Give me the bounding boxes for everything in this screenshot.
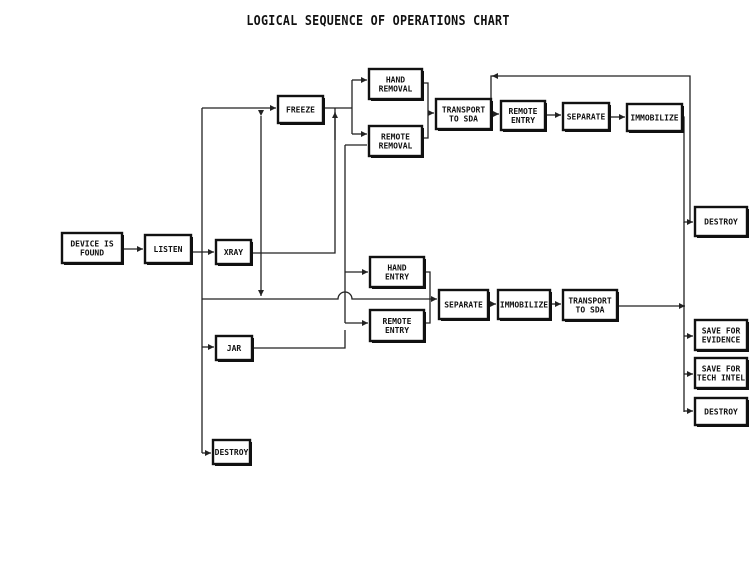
node-label: REMOVAL: [379, 142, 413, 151]
node-label: TRANSPORT: [568, 297, 612, 306]
node-label: SEPARATE: [444, 301, 483, 310]
node-label: IMMOBILIZE: [500, 301, 548, 310]
node-label: HAND: [387, 264, 406, 273]
node-xray: XRAY: [214, 238, 253, 266]
node-destroy-right-bottom: DESTROY: [693, 396, 749, 427]
node-listen: LISTEN: [143, 233, 193, 265]
node-label: REMOTE: [383, 317, 412, 326]
node-destroy-right-top: DESTROY: [693, 205, 749, 238]
node-label: SEPARATE: [567, 113, 606, 122]
node-label: ENTRY: [511, 116, 535, 125]
node-label: REMOTE: [509, 107, 538, 116]
node-label: SAVE FOR: [702, 327, 741, 336]
node-label: TRANSPORT: [442, 106, 486, 115]
node-jar: JAR: [214, 334, 254, 362]
edge-xray-up: [251, 108, 336, 254]
node-label: HAND: [386, 76, 405, 85]
node-label: LISTEN: [154, 245, 183, 254]
edge-jar-remote-entry: [252, 330, 346, 349]
node-label: ENTRY: [385, 273, 409, 282]
node-immobilize-top: IMMOBILIZE: [625, 102, 684, 133]
node-label: TO SDA: [449, 115, 478, 124]
edge-overhead: [490, 75, 691, 222]
node-separate-top: SEPARATE: [561, 101, 611, 132]
node-label: SAVE FOR: [702, 365, 741, 374]
node-label: TO SDA: [576, 306, 605, 315]
edge-entry-separate: [424, 271, 431, 324]
node-label: REMOTE: [381, 133, 410, 142]
node-label: DESTROY: [215, 448, 249, 457]
node-label: REMOVAL: [379, 85, 413, 94]
node-destroy-bottom: DESTROY: [211, 438, 252, 466]
node-label: DESTROY: [704, 408, 738, 417]
node-label: EVIDENCE: [702, 336, 741, 345]
node-label: TECH INTEL: [697, 374, 745, 383]
node-label: FOUND: [80, 249, 104, 258]
node-label: ENTRY: [385, 326, 409, 335]
chart-title: LOGICAL SEQUENCE OF OPERATIONS CHART: [246, 14, 510, 29]
node-label: JAR: [227, 344, 242, 353]
node-label: FREEZE: [286, 106, 315, 115]
node-label: DESTROY: [704, 218, 738, 227]
node-immobilize-mid: IMMOBILIZE: [496, 288, 552, 321]
edge-middle-line: [202, 291, 437, 302]
node-freeze: FREEZE: [276, 94, 325, 125]
node-label: XRAY: [224, 248, 243, 257]
node-label: DEVICE IS: [70, 240, 114, 249]
node-label: IMMOBILIZE: [630, 114, 678, 123]
node-separate-mid: SEPARATE: [437, 288, 490, 321]
